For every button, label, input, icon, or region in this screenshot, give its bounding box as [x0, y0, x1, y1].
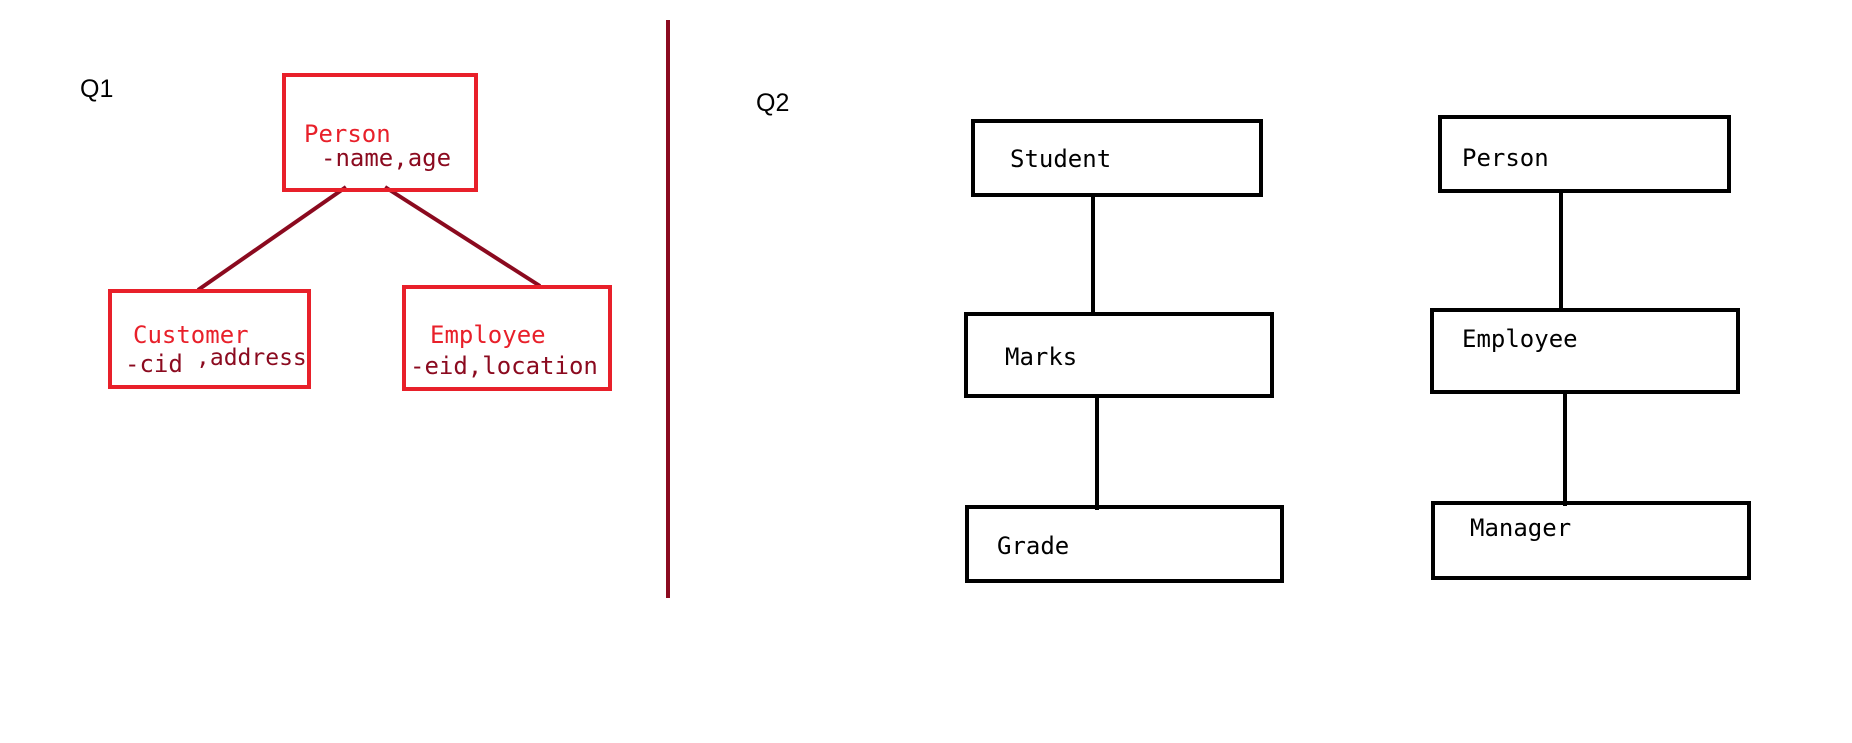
customer-box — [108, 289, 311, 389]
employee-q2-box — [1430, 308, 1740, 394]
manager-box — [1431, 501, 1751, 580]
marks-box — [964, 312, 1274, 398]
person-box — [282, 73, 478, 192]
student-label: Student — [1010, 145, 1112, 173]
person-q2-label: Person — [1462, 144, 1549, 172]
customer-title: Customer — [133, 321, 249, 349]
grade-box — [965, 505, 1284, 583]
manager-label: Manager — [1470, 514, 1572, 542]
customer-attrs-address: ,address — [196, 345, 307, 371]
marks-label: Marks — [1005, 343, 1078, 371]
customer-attrs-cid: -cid — [125, 350, 183, 378]
employee-box — [402, 285, 612, 391]
person-title: Person — [304, 120, 391, 148]
q1-label: Q1 — [80, 75, 114, 103]
person-customer-connector — [196, 185, 348, 292]
grade-label: Grade — [997, 532, 1070, 560]
q2-label: Q2 — [756, 89, 790, 117]
person-employee-connector — [383, 185, 542, 288]
student-box — [971, 119, 1263, 197]
employee-title: Employee — [430, 321, 546, 349]
person-attrs: -name,age — [321, 144, 452, 172]
employee-attrs: -eid,location — [410, 352, 598, 380]
person-q2-box — [1438, 115, 1731, 193]
employee-q2-label: Employee — [1462, 325, 1578, 353]
